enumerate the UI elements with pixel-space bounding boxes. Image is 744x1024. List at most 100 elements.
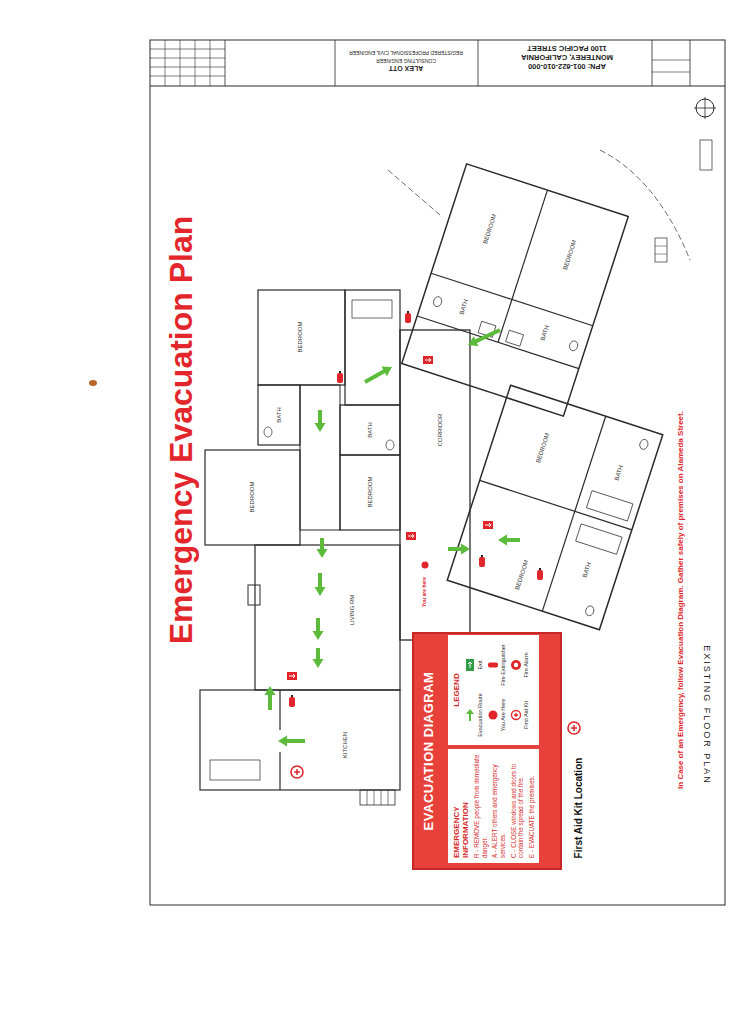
wall-legend-box (655, 238, 667, 262)
legend-text: First Aid Kit (523, 701, 529, 729)
panel-heading: EVACUATION DIAGRAM (414, 634, 444, 868)
legend-icon-shape (468, 662, 472, 668)
room-outline (340, 405, 400, 455)
legend-item: Exit (464, 640, 483, 690)
fire-extinguisher-icon (539, 568, 541, 570)
legend-icon-shape (511, 660, 521, 670)
wall-legend-box (655, 246, 667, 247)
wall-line (431, 273, 593, 326)
legend-icon (464, 658, 476, 672)
stairs (374, 790, 375, 805)
legend-icon (510, 658, 522, 672)
bathtub (576, 524, 622, 554)
room-label: BATH (539, 324, 551, 343)
legend-item: You Are Here (487, 690, 506, 740)
room-outline (402, 164, 629, 416)
info-step: E - EVACUATE the premises. (528, 754, 536, 858)
room-outline (345, 290, 400, 405)
legend-item: Evacuation Route (464, 690, 483, 740)
legend-icon-shape (488, 663, 498, 668)
corridor-outline (400, 330, 470, 640)
evacuation-route-arrow (498, 535, 520, 546)
fire-extinguisher-icon (289, 697, 295, 707)
exit-sign-icon (485, 523, 491, 527)
legend-text: Fire Extinguisher (500, 644, 506, 685)
wall-line (417, 316, 579, 369)
room-label: BEDROOM (562, 239, 578, 272)
counter (352, 300, 392, 318)
room-label: KITCHEN (342, 731, 349, 759)
legend-item: First Aid Kit (510, 690, 529, 740)
room-label: BEDROOM (481, 212, 497, 245)
wall-line (542, 416, 605, 611)
title-block-line (652, 60, 690, 61)
revision-table-line (180, 40, 181, 86)
legend-icon (487, 658, 499, 672)
legend-icon (487, 708, 499, 722)
evacuation-route-arrow (448, 544, 470, 555)
evacuation-route-arrow (278, 736, 305, 747)
sheet-title: EXISTING FLOOR PLAN (701, 644, 711, 786)
exit-sign-icon (423, 356, 433, 364)
room-outline (447, 385, 663, 629)
stairs (381, 790, 382, 805)
upper-wing (402, 164, 629, 416)
legend-text: Evacuation Route (477, 693, 483, 736)
emergency-note: In Case of an Emergency, follow Evacuati… (677, 410, 686, 790)
revision-table-line (150, 49, 225, 50)
fire-extinguisher-icon (537, 570, 543, 580)
engineer-name: ALEX OTT (388, 64, 425, 72)
room-label: BEDROOM (534, 432, 550, 465)
exit-sign-icon (406, 532, 416, 540)
wall-line (279, 690, 280, 730)
toilet-fixture (584, 605, 595, 617)
title-block-divider (690, 40, 691, 86)
first-aid-caption: First Aid Kit Location (573, 757, 584, 860)
first-aid-marker (568, 722, 580, 734)
toilet-fixture (264, 427, 272, 437)
title-block-line (652, 72, 690, 73)
evacuation-route-arrow (317, 538, 328, 558)
address-text: 1100 PACIFIC STREET (526, 44, 607, 52)
counter (210, 760, 260, 780)
room-label: BEDROOM (367, 475, 374, 508)
legend-icon (464, 708, 476, 722)
parcel-number: APN: 001-622-010-000 (527, 62, 607, 70)
legend-icon-shape (466, 709, 474, 721)
fire-extinguisher-icon (337, 373, 343, 383)
legend-grid: Evacuation Route ExitYou Are Here Fire Ext… (464, 640, 533, 740)
revision-table-line (150, 58, 225, 59)
exit-sign-icon (289, 674, 295, 678)
legend-text: You Are Here (500, 699, 506, 732)
room-outline (258, 290, 345, 385)
revision-table-line (210, 40, 211, 86)
sink-fixture (506, 330, 524, 346)
title-block-divider (478, 40, 479, 86)
wall-line (498, 190, 547, 342)
fire-extinguisher-icon (291, 695, 293, 697)
property-line (388, 170, 440, 215)
engineer-title: REGISTERED PROFESSIONAL CIVIL ENGINEER (348, 49, 464, 55)
legend-box: LEGENDEvacuation RouteExitYou Are HereFi… (448, 635, 539, 745)
first-aid-marker (294, 769, 300, 775)
revision-table-line (195, 40, 196, 86)
legend-icon-shape (466, 659, 474, 671)
first-aid-marker (291, 766, 303, 778)
evacuation-route-arrow (315, 573, 326, 596)
title-block-divider (225, 40, 226, 86)
room-label: BEDROOM (297, 320, 304, 353)
fire-extinguisher-icon (479, 557, 485, 567)
room-outline (340, 455, 400, 530)
fire-extinguisher-icon (339, 371, 341, 373)
wall-line (279, 752, 280, 790)
north-arrow (705, 97, 706, 119)
you-are-here-marker (422, 562, 429, 569)
toilet-fixture (639, 438, 650, 450)
revision-table-line (165, 40, 166, 86)
evacuation-route-arrow (313, 618, 324, 640)
legend-icon-shape (514, 663, 518, 667)
fire-extinguisher-icon (405, 313, 411, 323)
room-label: BEDROOM (249, 480, 256, 513)
exit-sign-icon (425, 358, 431, 362)
legend-text: Exit (477, 660, 483, 669)
